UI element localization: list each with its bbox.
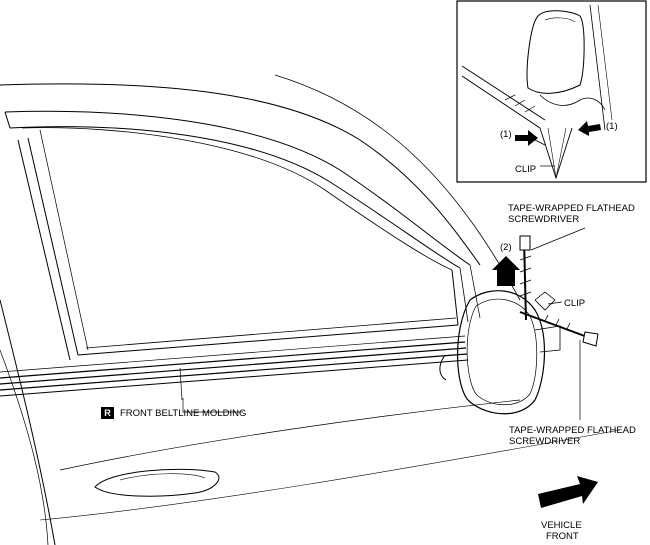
step2-label: (2) bbox=[500, 242, 512, 253]
inset-right-arrow-icon bbox=[578, 121, 601, 136]
side-mirror bbox=[439, 290, 561, 415]
step2-arrow-icon bbox=[492, 256, 520, 286]
beltline-molding bbox=[0, 335, 469, 401]
upper-tool-label-line1: TAPE-WRAPPED FLATHEAD bbox=[508, 203, 635, 214]
car-body bbox=[0, 74, 621, 545]
inset-clip-label: CLIP bbox=[515, 164, 537, 175]
direction-label-line2: FRONT bbox=[546, 531, 579, 542]
lower-tool-label-line2: SCREWDRIVER bbox=[509, 436, 581, 447]
inset-detail bbox=[456, 0, 647, 183]
upper-screwdriver bbox=[519, 227, 586, 321]
part-label: FRONT BELTLINE MOLDING bbox=[120, 408, 247, 419]
vehicle-front-arrow-icon bbox=[538, 476, 598, 508]
inset-left-arrow-icon bbox=[515, 130, 538, 146]
window-frame bbox=[4, 110, 481, 361]
main-clip bbox=[534, 291, 563, 311]
main-clip-label: CLIP bbox=[564, 298, 586, 309]
direction-label-line1: VEHICLE bbox=[541, 520, 582, 531]
molding-leader-line bbox=[182, 398, 243, 413]
upper-tool-label-line2: SCREWDRIVER bbox=[508, 214, 580, 225]
lower-tool-label-line1: TAPE-WRAPPED FLATHEAD bbox=[509, 425, 636, 436]
lower-screwdriver bbox=[519, 311, 599, 420]
inset-callout-left: (1) bbox=[500, 129, 512, 140]
inset-callout-right: (1) bbox=[606, 121, 618, 132]
replace-badge: R bbox=[101, 407, 114, 419]
